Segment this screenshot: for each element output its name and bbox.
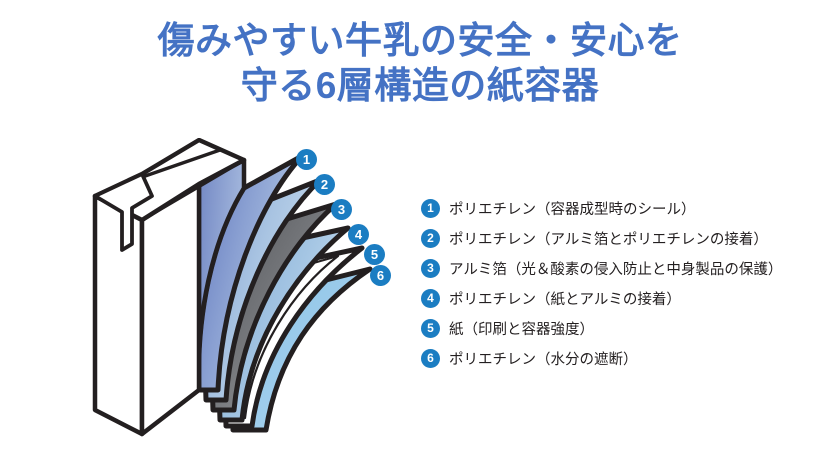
legend-label-3: アルミ箔（光＆酸素の侵入防止と中身製品の保護） xyxy=(449,261,783,278)
legend-label-2: ポリエチレン（アルミ箔とポリエチレンの接着） xyxy=(449,231,768,248)
legend-item-4[interactable]: 4 ポリエチレン（紙とアルミの接着） xyxy=(421,283,831,313)
legend-item-3[interactable]: 3 アルミ箔（光＆酸素の侵入防止と中身製品の保護） xyxy=(421,253,831,283)
carton-illustration xyxy=(92,138,373,437)
callout-badge-1[interactable]: 1 xyxy=(296,149,317,170)
legend-badge-4: 4 xyxy=(421,288,440,308)
carton-top-fold-ear xyxy=(93,172,154,252)
carton-side-panel xyxy=(92,193,145,437)
layer-legend-list: 1 ポリエチレン（容器成型時のシール） 2 ポリエチレン（アルミ箔とポリエチレン… xyxy=(421,193,831,373)
legend-badge-5: 5 xyxy=(421,318,440,338)
page-title-line-2: 守る6層構造の紙容器 xyxy=(240,65,600,107)
carton-top-crease-3 xyxy=(140,158,246,222)
legend-item-1[interactable]: 1 ポリエチレン（容器成型時のシール） xyxy=(421,193,831,223)
legend-badge-3: 3 xyxy=(421,258,440,278)
legend-badge-2: 2 xyxy=(421,228,440,248)
callout-badge-5[interactable]: 5 xyxy=(364,244,385,265)
legend-label-4: ポリエチレン（紙とアルミの接着） xyxy=(449,291,681,308)
page-title: 傷みやすい牛乳の安全・安心を 守る6層構造の紙容器 xyxy=(0,18,840,108)
carton-top-crease-1 xyxy=(140,138,201,176)
legend-badge-1: 1 xyxy=(421,198,440,218)
legend-item-2[interactable]: 2 ポリエチレン（アルミ箔とポリエチレンの接着） xyxy=(421,223,831,253)
legend-label-1: ポリエチレン（容器成型時のシール） xyxy=(449,201,696,218)
callout-badge-6[interactable]: 6 xyxy=(370,265,391,286)
carton-layer-diagram: 1 2 3 4 5 6 xyxy=(70,138,415,438)
callout-badge-4[interactable]: 4 xyxy=(348,224,369,245)
page-title-line-1: 傷みやすい牛乳の安全・安心を xyxy=(157,20,683,61)
legend-item-6[interactable]: 6 ポリエチレン（水分の遮断） xyxy=(421,343,831,373)
carton-body-front xyxy=(139,181,202,437)
legend-label-6: ポリエチレン（水分の遮断） xyxy=(449,351,638,368)
callout-badge-3[interactable]: 3 xyxy=(331,199,352,220)
legend-item-5[interactable]: 5 紙（印刷と容器強度） xyxy=(421,313,831,343)
legend-badge-6: 6 xyxy=(421,348,440,368)
legend-label-5: 紙（印刷と容器強度） xyxy=(449,321,594,338)
callout-badge-2[interactable]: 2 xyxy=(314,174,335,195)
